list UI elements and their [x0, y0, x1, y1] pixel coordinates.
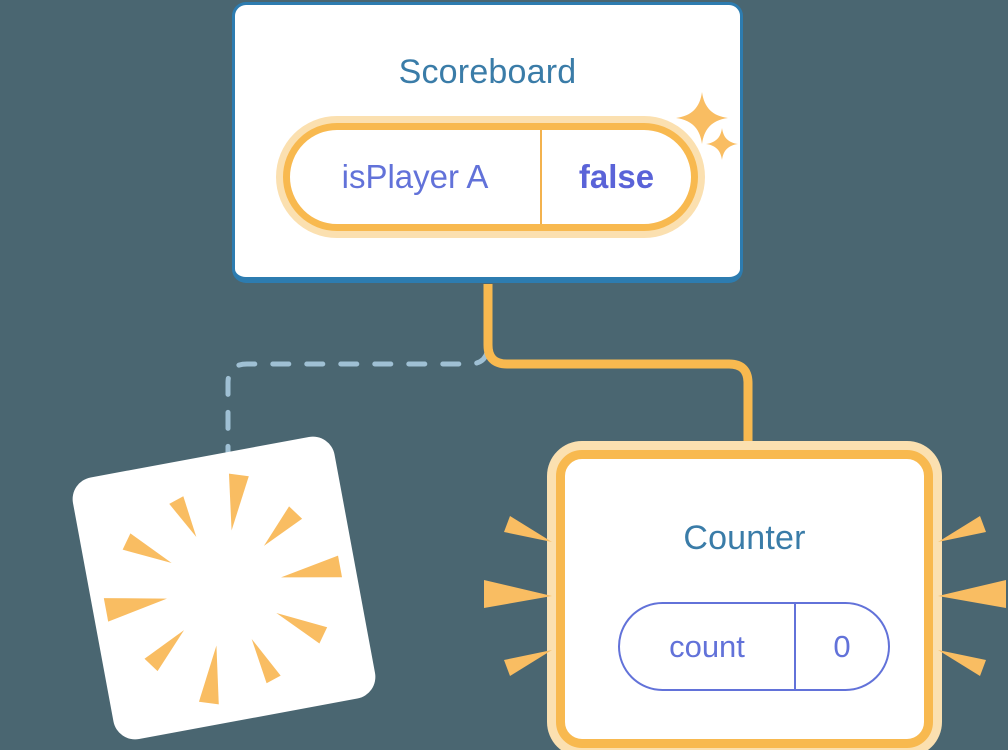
component-title-counter: Counter: [683, 519, 806, 557]
state-key-label: isPlayer A: [290, 130, 542, 224]
state-pill-count[interactable]: count 0: [618, 602, 890, 691]
card-burst-rays-icon: [103, 473, 343, 705]
state-value-label: 0: [833, 628, 851, 664]
connector-scoreboard-to-counter: [483, 284, 753, 470]
component-title-scoreboard: Scoreboard: [398, 53, 577, 91]
state-value-label: false: [578, 158, 655, 195]
component-card-scoreboard[interactable]: Scoreboard isPlayer A false: [232, 2, 743, 283]
state-pill-is-player-a[interactable]: isPlayer A false: [283, 123, 698, 231]
state-key-label: count: [620, 604, 796, 689]
placeholder-card[interactable]: [68, 432, 380, 744]
component-card-counter[interactable]: Counter count 0: [556, 450, 933, 748]
